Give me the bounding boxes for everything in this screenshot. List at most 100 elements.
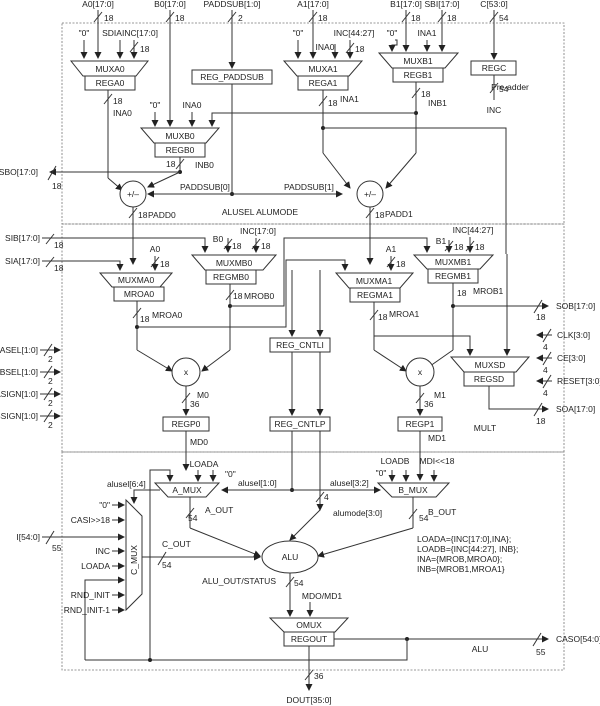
svg-text:18: 18	[54, 263, 64, 273]
svg-text:x: x	[184, 367, 189, 377]
muxma1: MUXMA1	[334, 272, 415, 289]
svg-text:MROA0: MROA0	[124, 289, 155, 299]
muxb0: MUXB0	[139, 127, 221, 144]
input-c: C[53:0]	[480, 0, 507, 9]
regmb1: REGMB1	[427, 268, 479, 284]
svg-text:MUXMA1: MUXMA1	[356, 276, 393, 286]
svg-text:INA={MROB,MROA0};: INA={MROB,MROA0};	[417, 554, 502, 564]
svg-text:18: 18	[396, 259, 406, 269]
regc: REGC	[470, 60, 517, 76]
svg-text:18: 18	[140, 314, 150, 324]
rega1: REGA1	[297, 75, 349, 91]
svg-text:A0: A0	[150, 244, 161, 254]
svg-text:36: 36	[314, 671, 324, 681]
svg-text:36: 36	[190, 399, 200, 409]
svg-text:MUXB1: MUXB1	[403, 56, 433, 66]
svg-text:REGMB0: REGMB0	[213, 272, 249, 282]
muxb1: MUXB1	[377, 52, 460, 69]
regp1: REGP1	[397, 416, 443, 432]
input-a1: A1[17:0]	[297, 0, 329, 9]
regsd: REGSD	[463, 371, 515, 387]
svg-text:18: 18	[447, 13, 457, 23]
svg-text:2: 2	[48, 376, 53, 386]
svg-text:PADDSUB[0]: PADDSUB[0]	[180, 182, 230, 192]
svg-text:INC: INC	[95, 546, 110, 556]
muxa0: MUXA0	[69, 60, 150, 77]
svg-text:B_MUX: B_MUX	[398, 485, 428, 495]
svg-text:MD1: MD1	[428, 433, 446, 443]
mroa0: MROA0	[113, 286, 165, 302]
svg-text:INC[17:0]: INC[17:0]	[122, 28, 158, 38]
svg-text:REGSD: REGSD	[474, 374, 504, 384]
svg-text:RND_INIT: RND_INIT	[71, 590, 110, 600]
svg-text:LOADA: LOADA	[190, 459, 219, 469]
svg-text:REG_CNTLP: REG_CNTLP	[274, 419, 325, 429]
svg-text:18: 18	[328, 98, 338, 108]
svg-text:18: 18	[138, 210, 148, 220]
svg-text:"0": "0"	[225, 469, 236, 479]
svg-text:REGB1: REGB1	[404, 70, 433, 80]
svg-text:4: 4	[543, 342, 548, 352]
section-label-alu: ALU	[472, 644, 489, 654]
reg-cntli: REG_CNTLI	[269, 337, 331, 353]
svg-text:55: 55	[52, 543, 62, 553]
reg-paddsub: REG_PADDSUB	[191, 69, 273, 85]
output-caso: CASO[54:0]	[556, 634, 600, 644]
svg-text:"0": "0"	[387, 28, 398, 38]
svg-text:"0": "0"	[376, 468, 387, 478]
svg-text:MD0: MD0	[190, 437, 208, 447]
svg-text:INB0: INB0	[195, 160, 214, 170]
svg-text:REG_PADDSUB: REG_PADDSUB	[200, 72, 264, 82]
output-dout: DOUT[35:0]	[286, 695, 331, 705]
input-paddsub: PADDSUB[1:0]	[203, 0, 260, 9]
preadder-0: +/–	[119, 180, 147, 208]
muxmb1: MUXMB1	[412, 254, 495, 270]
svg-text:PADD0: PADD0	[148, 210, 176, 220]
omux: OMUX	[268, 617, 350, 633]
svg-text:M0: M0	[197, 390, 209, 400]
output-sbo: SBO[17:0]	[0, 167, 38, 177]
svg-text:M1: M1	[434, 390, 446, 400]
svg-text:MUXB0: MUXB0	[165, 131, 195, 141]
svg-text:MUXA0: MUXA0	[95, 64, 125, 74]
input-b0: B0[17:0]	[154, 0, 186, 9]
svg-text:INA0: INA0	[316, 42, 335, 52]
svg-text:4: 4	[543, 365, 548, 375]
svg-text:MUXSD: MUXSD	[475, 360, 506, 370]
svg-text:+/–: +/–	[364, 189, 376, 199]
svg-text:MUXA1: MUXA1	[308, 64, 338, 74]
svg-text:PADDSUB[1]: PADDSUB[1]	[284, 182, 334, 192]
svg-text:alusel[3:2]: alusel[3:2]	[330, 478, 369, 488]
svg-text:18: 18	[52, 181, 62, 191]
svg-text:+/–: +/–	[127, 189, 139, 199]
svg-text:B1: B1	[436, 236, 447, 246]
a-mux: A_MUX	[153, 482, 221, 498]
svg-text:18: 18	[421, 89, 431, 99]
svg-text:18: 18	[355, 44, 365, 54]
svg-text:36: 36	[424, 399, 434, 409]
svg-text:4: 4	[543, 388, 548, 398]
svg-text:18: 18	[536, 416, 546, 426]
multiplier-0: x	[171, 357, 201, 387]
input-sib: SIB[17:0]	[5, 233, 40, 243]
b-mux: B_MUX	[376, 482, 451, 498]
svg-text:REGC: REGC	[482, 63, 507, 73]
svg-text:18: 18	[175, 13, 185, 23]
muxmb0: MUXMB0	[190, 254, 278, 271]
section-mult: MULT	[61, 223, 565, 453]
svg-text:"0": "0"	[150, 100, 161, 110]
svg-text:18: 18	[318, 13, 328, 23]
svg-text:54: 54	[188, 513, 198, 523]
svg-text:55: 55	[536, 647, 546, 657]
svg-text:18: 18	[454, 242, 464, 252]
svg-text:INB={MROB1,MROA1}: INB={MROB1,MROA1}	[417, 564, 505, 574]
svg-text:MROB1: MROB1	[473, 286, 504, 296]
svg-text:INC: INC	[487, 105, 502, 115]
output-sob: SOB[17:0]	[556, 301, 595, 311]
svg-text:A_MUX: A_MUX	[172, 485, 202, 495]
svg-text:18: 18	[160, 259, 170, 269]
svg-text:REGMB1: REGMB1	[435, 271, 471, 281]
input-bsel: BSEL[1:0]	[0, 367, 38, 377]
svg-text:CASI>>18: CASI>>18	[71, 515, 110, 525]
